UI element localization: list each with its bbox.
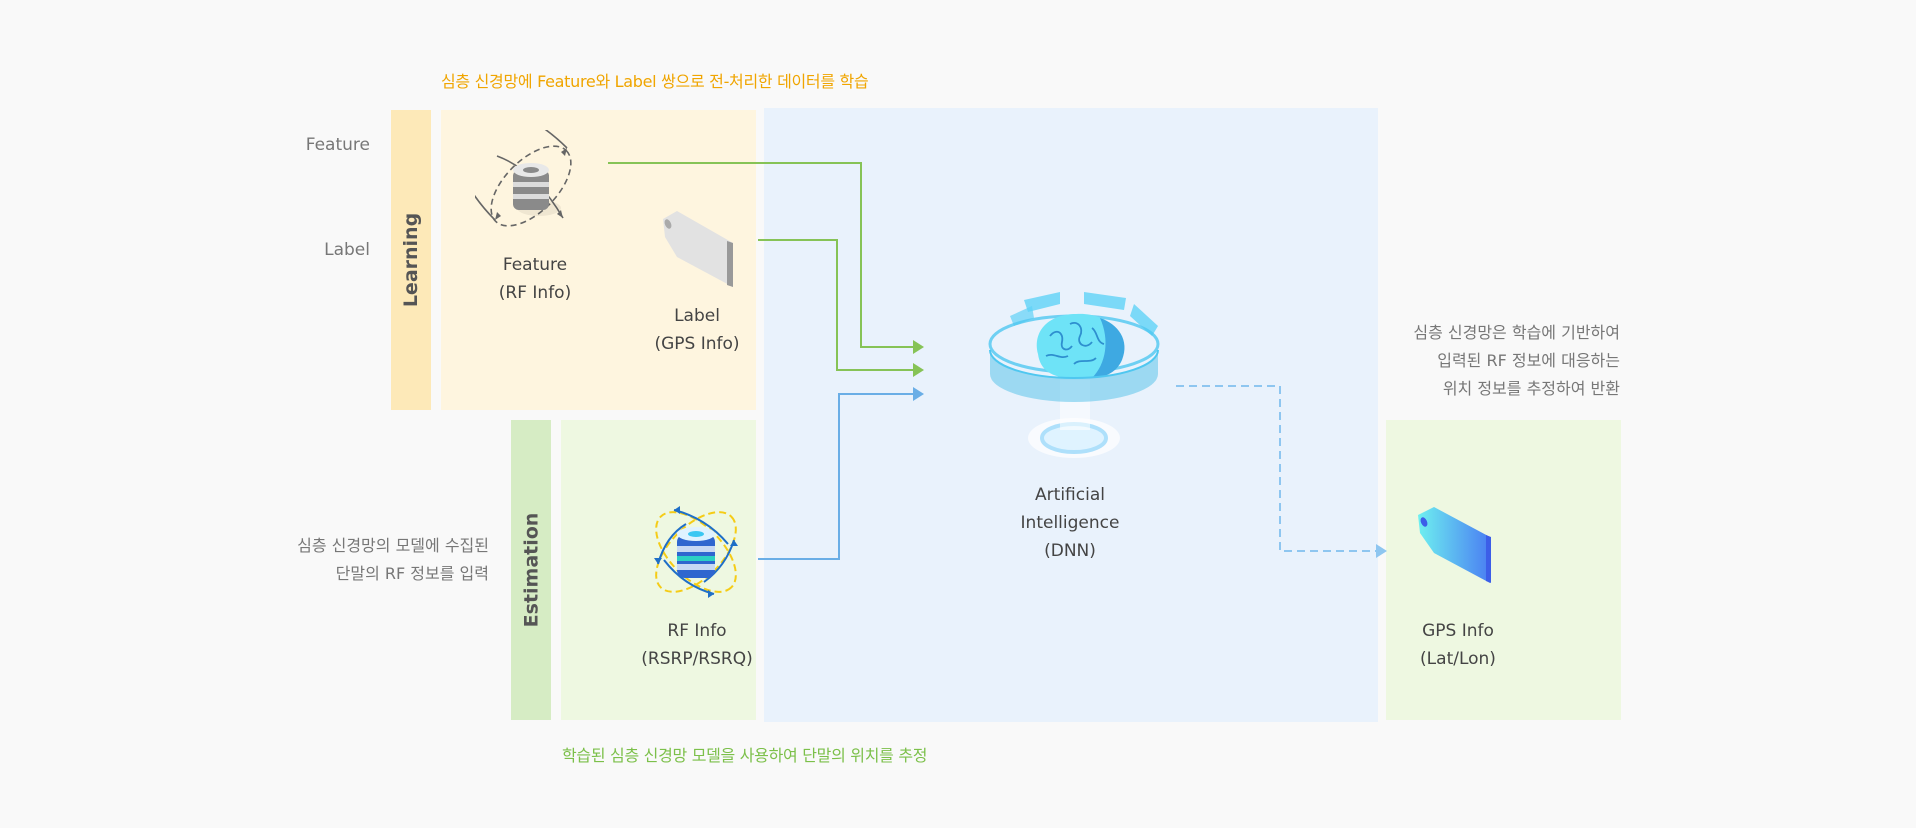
feature-to-ai-arrow <box>608 162 915 348</box>
label-node-title: Label <box>674 306 720 326</box>
rf-info-node-label: RF Info (RSRP/RSRQ) <box>637 617 757 673</box>
rf-info-node-subtitle: (RSRP/RSRQ) <box>641 649 753 669</box>
feature-node-label: Feature (RF Info) <box>475 251 595 307</box>
feature-database-orbit-icon <box>475 130 572 227</box>
ai-node-title-line: (DNN) <box>1044 541 1096 561</box>
estimation-input-note-line: 단말의 RF 정보를 입력 <box>335 564 489 583</box>
label-tag-icon <box>663 211 733 287</box>
output-note-line: 위치 정보를 추정하여 반환 <box>1442 379 1620 398</box>
output-panel <box>1386 420 1621 720</box>
feature-node-subtitle: (RF Info) <box>498 283 572 303</box>
output-note-line: 심층 신경망은 학습에 기반하여 <box>1413 323 1620 342</box>
learning-caption: 심층 신경망에 Feature와 Label 쌍으로 전-처리한 데이터를 학습 <box>441 72 869 91</box>
gps-info-node-title: GPS Info <box>1422 621 1494 641</box>
gps-info-node-subtitle: (Lat/Lon) <box>1420 649 1496 669</box>
rf-info-node-title: RF Info <box>667 621 727 641</box>
output-note: 심층 신경망은 학습에 기반하여 입력된 RF 정보에 대응하는 위치 정보를 … <box>1320 319 1620 403</box>
estimation-input-note: 심층 신경망의 모델에 수집된 단말의 RF 정보를 입력 <box>230 532 489 588</box>
estimation-caption: 학습된 심층 신경망 모델을 사용하여 단말의 위치를 추정 <box>562 746 928 765</box>
ai-to-gps-dashed-arrow <box>1176 385 1378 552</box>
ai-brain-hologram-icon <box>988 292 1160 458</box>
feature-row-label: Feature <box>305 135 370 155</box>
ai-node-title-line: Artificial <box>1035 485 1105 505</box>
estimation-phase-bar <box>511 420 551 720</box>
arrowhead-feature <box>913 340 924 354</box>
gps-info-node-label: GPS Info (Lat/Lon) <box>1398 617 1518 673</box>
ai-node-label: Artificial Intelligence (DNN) <box>990 481 1150 565</box>
rf-info-database-orbit-icon <box>654 506 738 598</box>
rf-info-to-ai-arrow <box>758 393 915 560</box>
label-row-label: Label <box>324 240 370 260</box>
arrowhead-rf-info <box>913 387 924 401</box>
arrowhead-label <box>913 363 924 377</box>
label-node-label: Label (GPS Info) <box>637 302 757 358</box>
ai-node-title-line: Intelligence <box>1020 513 1120 533</box>
gps-info-tag-icon <box>1418 507 1491 583</box>
label-to-ai-arrow <box>758 239 915 371</box>
learning-phase-bar <box>391 110 431 410</box>
output-note-line: 입력된 RF 정보에 대응하는 <box>1437 351 1620 370</box>
estimation-panel <box>561 420 756 720</box>
feature-node-title: Feature <box>502 255 568 275</box>
label-node-subtitle: (GPS Info) <box>654 334 740 354</box>
arrowhead-gps <box>1376 544 1387 558</box>
estimation-input-note-line: 심층 신경망의 모델에 수집된 <box>297 536 489 555</box>
